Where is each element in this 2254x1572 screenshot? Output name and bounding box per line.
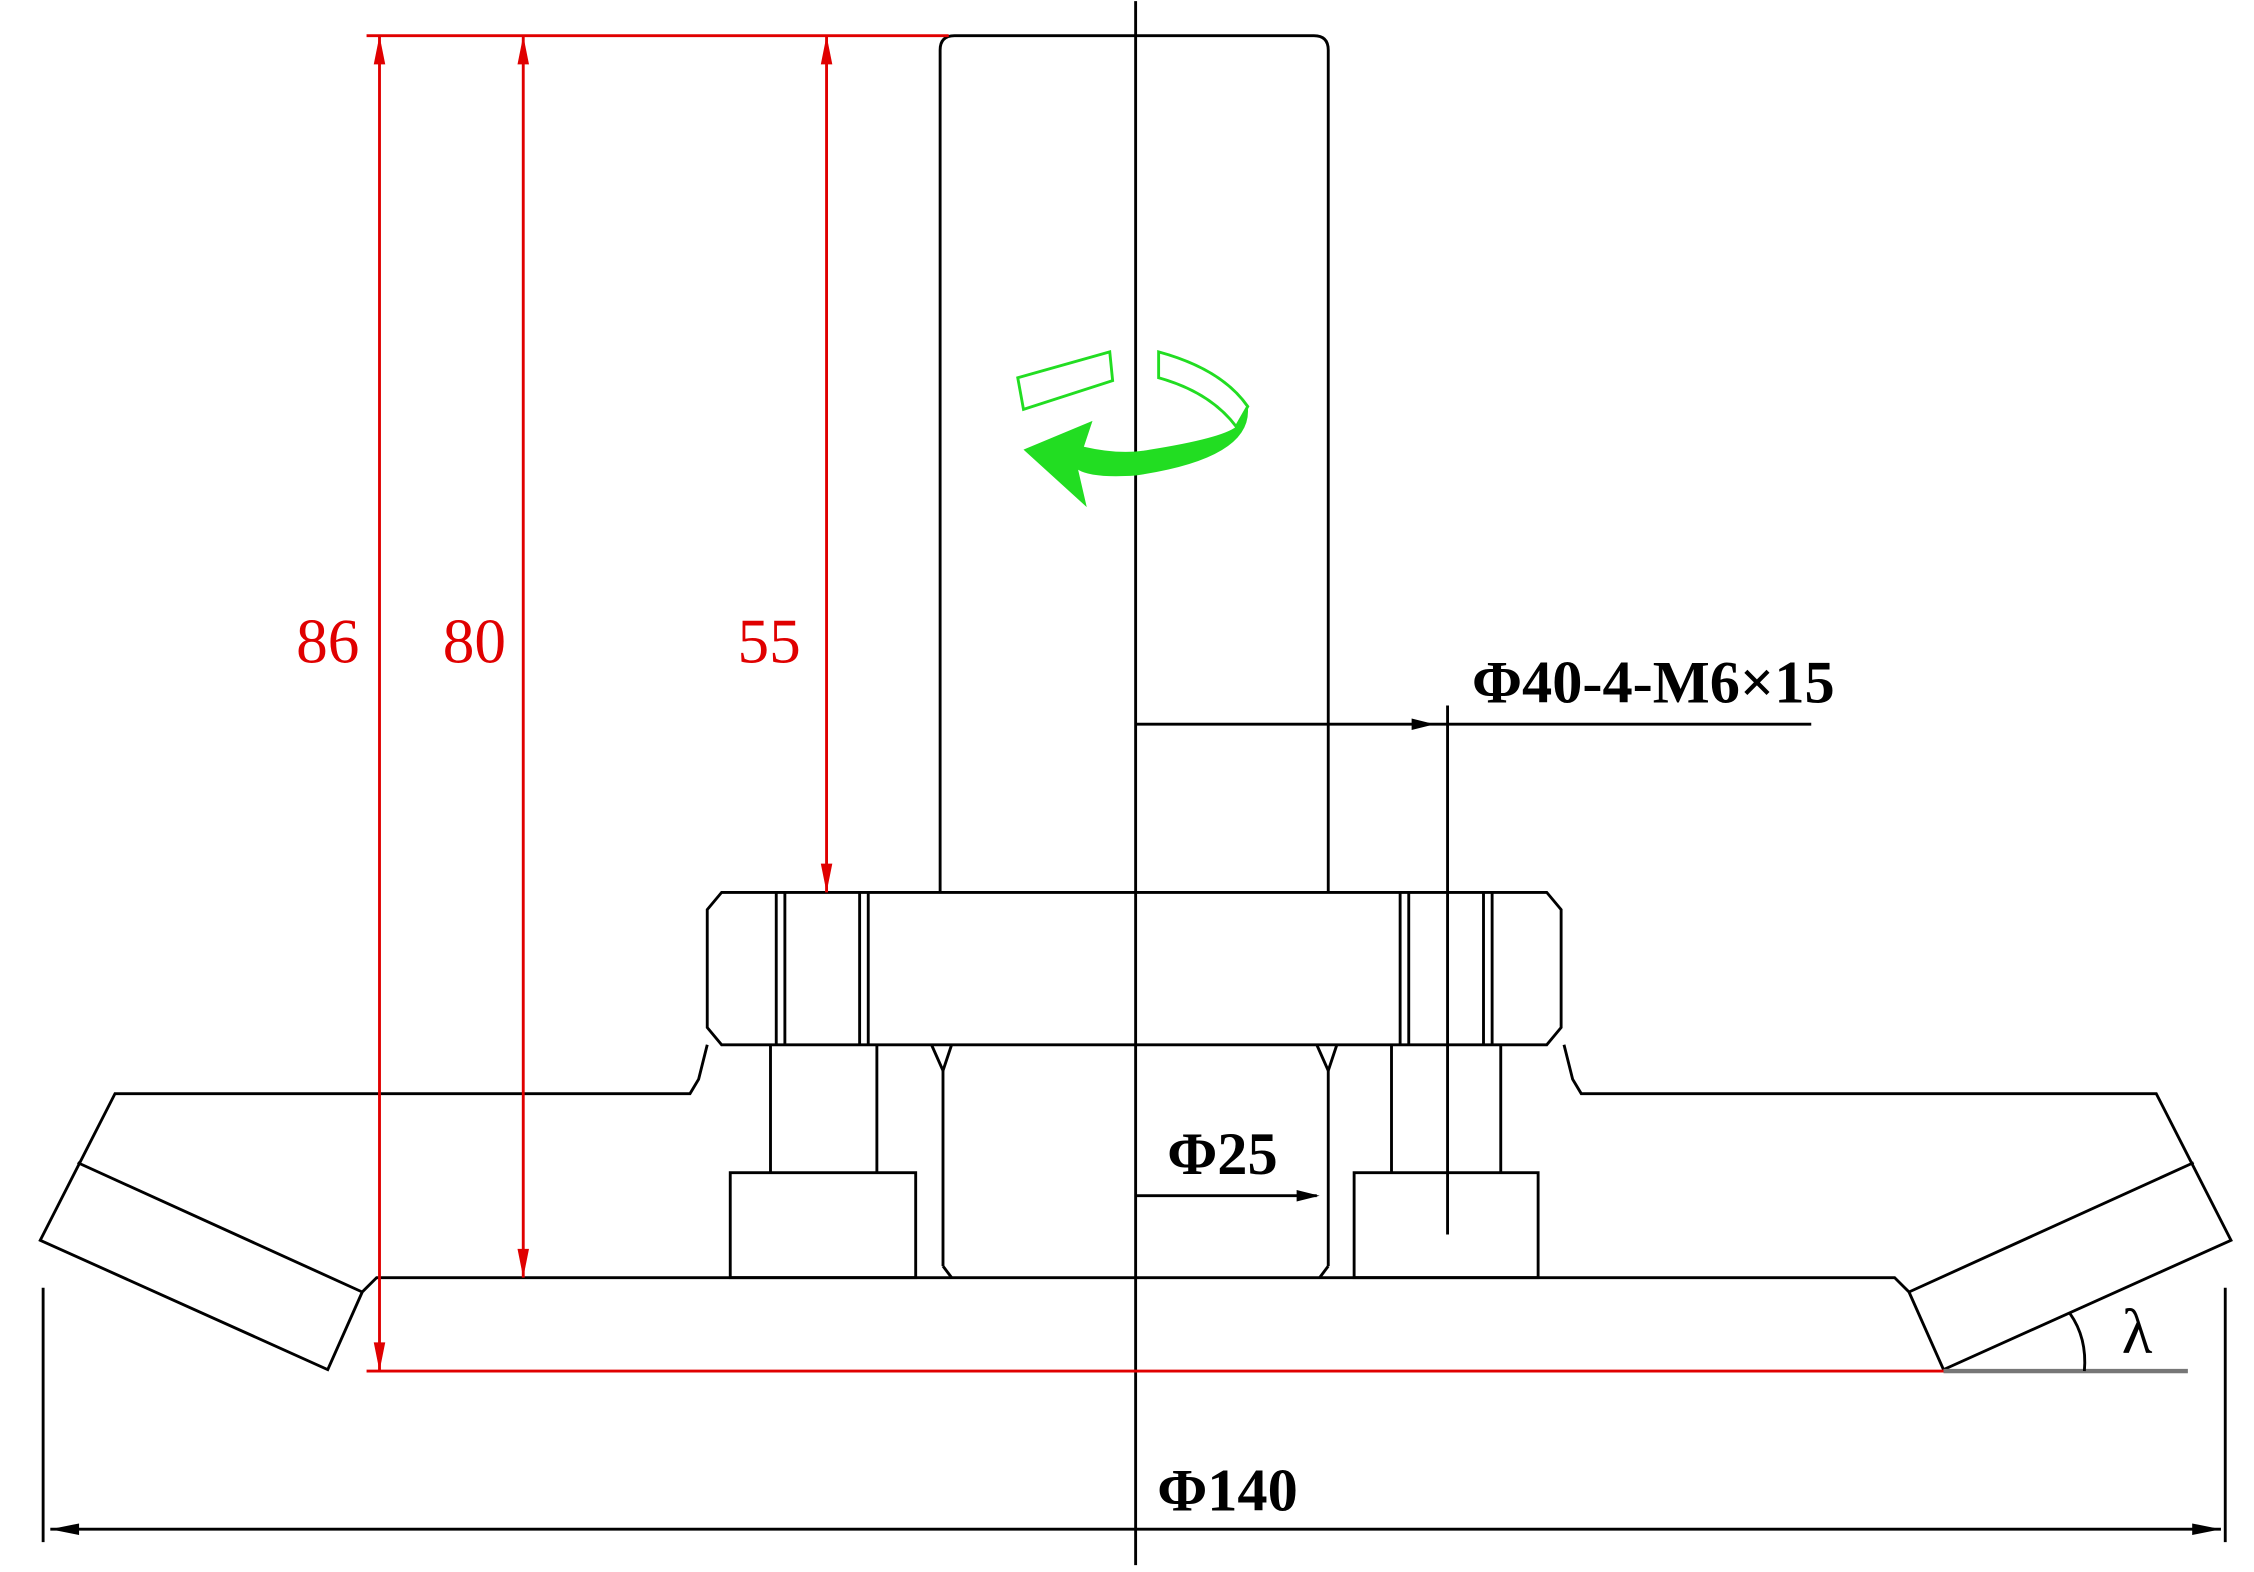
label-angle: λ (2122, 1296, 2153, 1366)
label-bore: Φ25 (1167, 1121, 1277, 1188)
label-bolt-spec: Φ40-4-M6×15 (1472, 650, 1835, 717)
angle-arc (2068, 1312, 2087, 1372)
height-dimensions (366, 34, 1944, 1373)
shaft (938, 34, 1330, 893)
insert-right (1908, 1161, 2195, 1294)
bolt-left (728, 1044, 918, 1280)
label-86: 86 (296, 606, 359, 676)
bore (930, 1044, 1339, 1279)
outer-diameter-dimension (41, 1287, 2227, 1543)
bore-dimension-arrow (1296, 1189, 1320, 1202)
flange-bolt-holes (774, 892, 1494, 1045)
flange (705, 890, 1563, 1047)
bolt-spec-leader (1135, 705, 1812, 1235)
bolt-spec-arrow (1411, 718, 1435, 730)
cutter-body (38, 1044, 2233, 1372)
rotation-arrow-icon (1016, 349, 1250, 508)
label-80: 80 (443, 606, 506, 676)
insert-left (77, 1161, 363, 1294)
label-55: 55 (737, 606, 800, 676)
label-outer-diameter: Φ140 (1157, 1458, 1298, 1525)
